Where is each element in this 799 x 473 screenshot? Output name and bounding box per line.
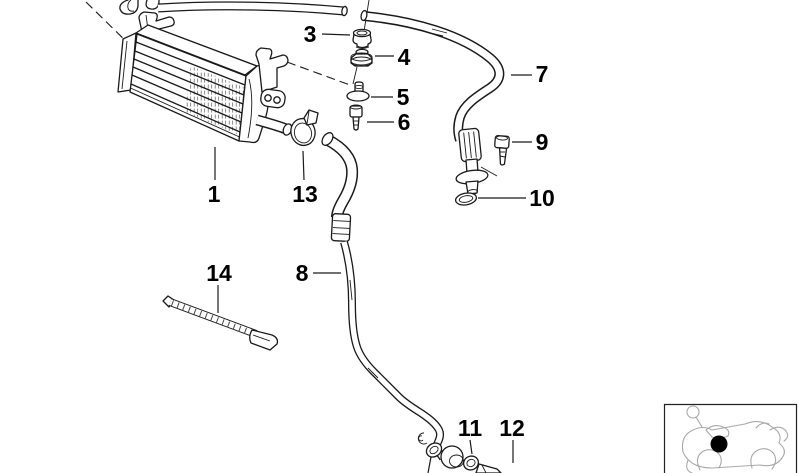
grommet-3 [353,29,371,48]
part-leader-11 [470,440,472,454]
upper-oil-pipe [120,0,348,16]
oil-cooler-1 [118,12,293,143]
part-label-1[interactable]: 1 [208,181,221,207]
stud-5 [347,82,369,101]
part-leader-3 [322,34,350,35]
oil-pipe-8 [320,131,464,468]
part-label-12[interactable]: 12 [499,415,525,441]
part-label-13[interactable]: 13 [292,181,318,207]
part-label-8[interactable]: 8 [296,260,309,286]
pipe-end-seals [418,433,501,473]
sealing-ring-10 [455,191,478,206]
part-label-7[interactable]: 7 [536,61,549,87]
hose-clamp-13 [288,110,318,148]
oil-hose-7 [360,10,499,195]
motorcycle-sketch [682,406,787,473]
vehicle-locator-thumbnail [665,405,797,473]
cooler-fins [131,42,246,137]
part-label-3[interactable]: 3 [304,21,317,47]
part-label-4[interactable]: 4 [398,44,411,70]
hollow-screw-9 [481,136,509,176]
part-label-6[interactable]: 6 [398,109,411,135]
part-label-9[interactable]: 9 [536,129,549,155]
part-location-dot [710,435,728,453]
part-label-5[interactable]: 5 [397,84,410,110]
grommet-4 [351,49,372,66]
part-label-14[interactable]: 14 [206,260,232,286]
part-label-10[interactable]: 10 [529,185,555,211]
part-label-11[interactable]: 11 [458,415,483,441]
tie-strap-14 [163,296,277,350]
bolt-6 [350,105,362,130]
part-leader-13 [303,151,304,180]
